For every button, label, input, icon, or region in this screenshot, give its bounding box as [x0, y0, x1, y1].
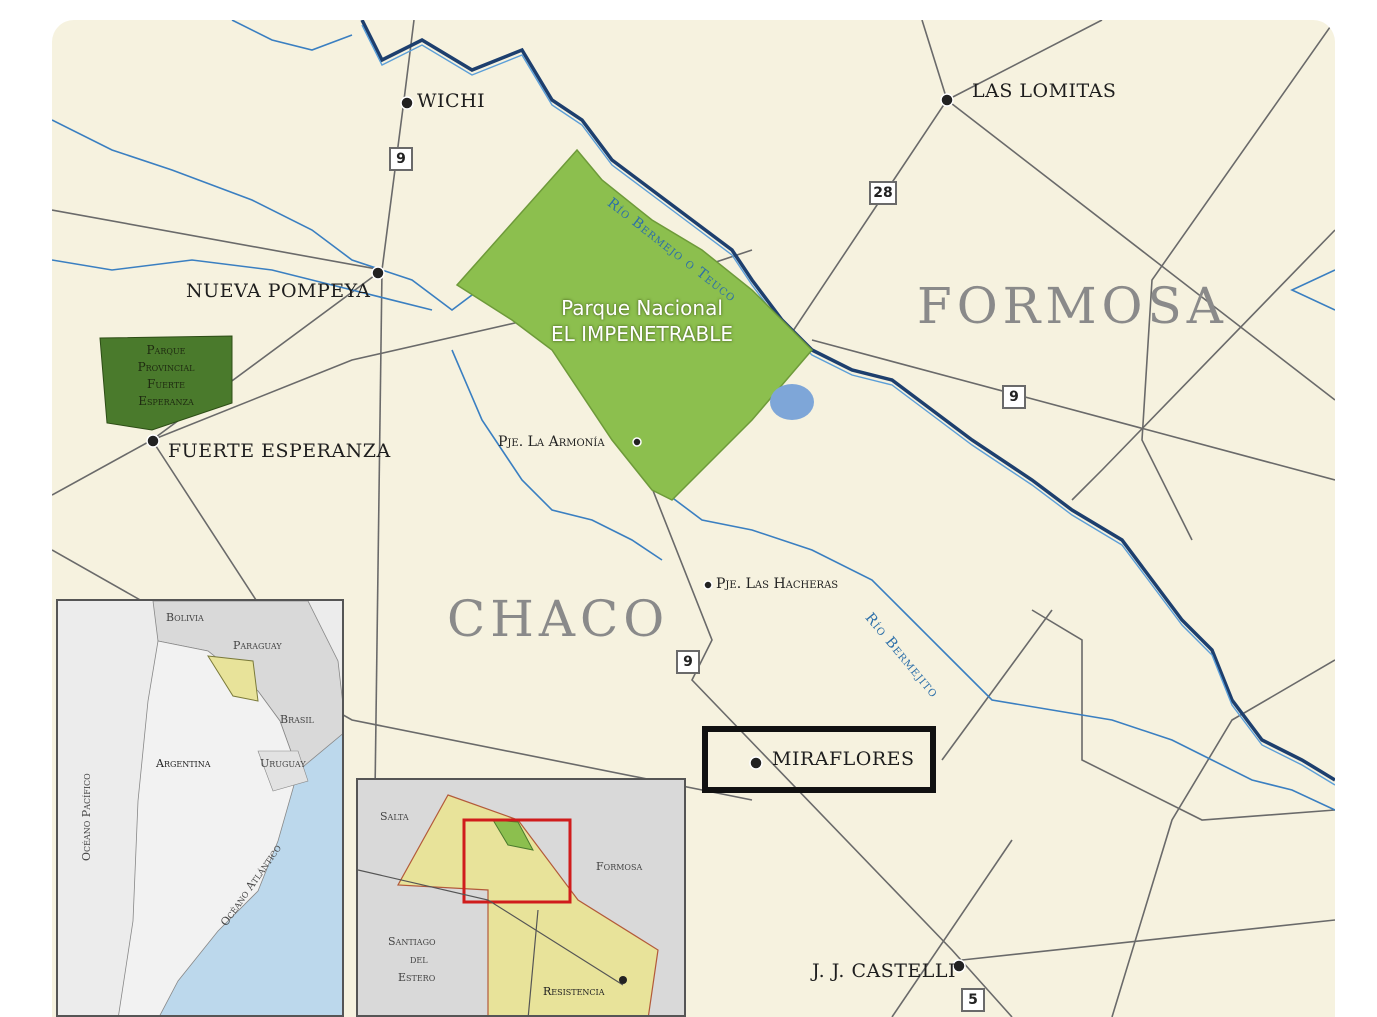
town-label-la-armonia: Pje. La Armonía — [498, 434, 605, 450]
road-9-north — [151, 20, 415, 441]
inset-label-paraguay: Paraguay — [233, 639, 282, 652]
road-9-south — [636, 449, 1013, 1017]
national-park-label-line1: Parque Nacional — [561, 296, 723, 320]
inset-label-santiago: del — [410, 953, 428, 966]
inset-label-pacific: Océano Pacífico — [80, 773, 93, 861]
town-label-castelli: J. J. CASTELLI — [812, 960, 956, 982]
map-canvas — [52, 20, 1335, 1017]
town-label-fuerte-esperanza: FUERTE ESPERANZA — [168, 440, 391, 462]
route-shield-28: 28 — [869, 181, 897, 205]
provincial-park-label: Parque Provincial Fuerte Esperanza — [104, 342, 228, 410]
argentina-shape — [118, 640, 299, 1015]
inset-label-formosa: Formosa — [596, 860, 643, 873]
map-frame[interactable]: FORMOSA CHACO WICHI LAS LOMITAS NUEVA PO… — [52, 20, 1335, 1017]
route-shield-9: 9 — [389, 147, 413, 171]
provincial-park-area — [99, 335, 233, 431]
chaco-province-shape — [397, 794, 659, 1015]
region-label-chaco: CHACO — [447, 590, 670, 648]
town-dot-las-hacheras — [703, 580, 713, 590]
inset-chaco-province[interactable]: Salta Formosa Santiago del Estero Resist… — [356, 778, 686, 1017]
inset-label-resistencia: Resistencia — [543, 985, 605, 998]
town-dot-nueva-pompeya — [371, 266, 385, 280]
lagoon — [770, 384, 814, 420]
town-dot-fuerte-esperanza — [146, 434, 160, 448]
inset-label-santiago: Santiago — [388, 935, 436, 948]
town-dot-las-lomitas — [940, 93, 954, 107]
inset-south-america-canvas — [58, 601, 342, 1015]
inset-dot-resistencia — [619, 976, 627, 984]
inset-label-argentina: Argentina — [156, 757, 211, 770]
town-label-las-lomitas: LAS LOMITAS — [972, 80, 1117, 102]
route-shield-9: 9 — [676, 650, 700, 674]
inset-label-uruguay: Uruguay — [260, 757, 306, 770]
inset-south-america[interactable]: Bolivia Paraguay Brasil Argentina Urugua… — [56, 599, 344, 1017]
town-label-miraflores: MIRAFLORES — [772, 748, 915, 770]
inset-label-bolivia: Bolivia — [166, 611, 204, 624]
national-park-label-line2: EL IMPENETRABLE — [550, 322, 734, 346]
provincial-park-label-line: Esperanza — [138, 394, 194, 408]
inset-label-santiago: Estero — [398, 971, 436, 984]
town-dot-castelli — [952, 959, 966, 973]
town-label-wichi: WICHI — [417, 90, 486, 112]
route-shield-5: 5 — [961, 988, 985, 1012]
chaco-highlight-shape — [207, 655, 259, 702]
town-dot-la-armonia — [632, 437, 642, 447]
provincial-park-label-line: Fuerte — [147, 377, 185, 391]
bermejo-river-line — [360, 20, 1335, 782]
provincial-park-label-line: Parque — [146, 343, 186, 357]
national-park-label: Parque Nacional EL IMPENETRABLE — [522, 295, 762, 347]
town-label-nueva-pompeya: NUEVA POMPEYA — [186, 280, 371, 302]
route-shield-9: 9 — [1002, 385, 1026, 409]
inset-label-brasil: Brasil — [280, 713, 314, 726]
town-dot-miraflores — [749, 756, 763, 770]
region-label-formosa: FORMOSA — [917, 277, 1228, 335]
town-dot-wichi — [400, 96, 414, 110]
inset-label-salta: Salta — [380, 810, 409, 823]
inset-chaco-canvas — [358, 794, 659, 1015]
town-label-las-hacheras: Pje. Las Hacheras — [716, 576, 839, 592]
national-park-area — [455, 148, 814, 501]
road-network — [52, 20, 1335, 1017]
miraflores-highlight-box — [702, 726, 936, 793]
provincial-park-label-line: Provincial — [137, 360, 195, 374]
inset-focus-box — [462, 818, 572, 904]
